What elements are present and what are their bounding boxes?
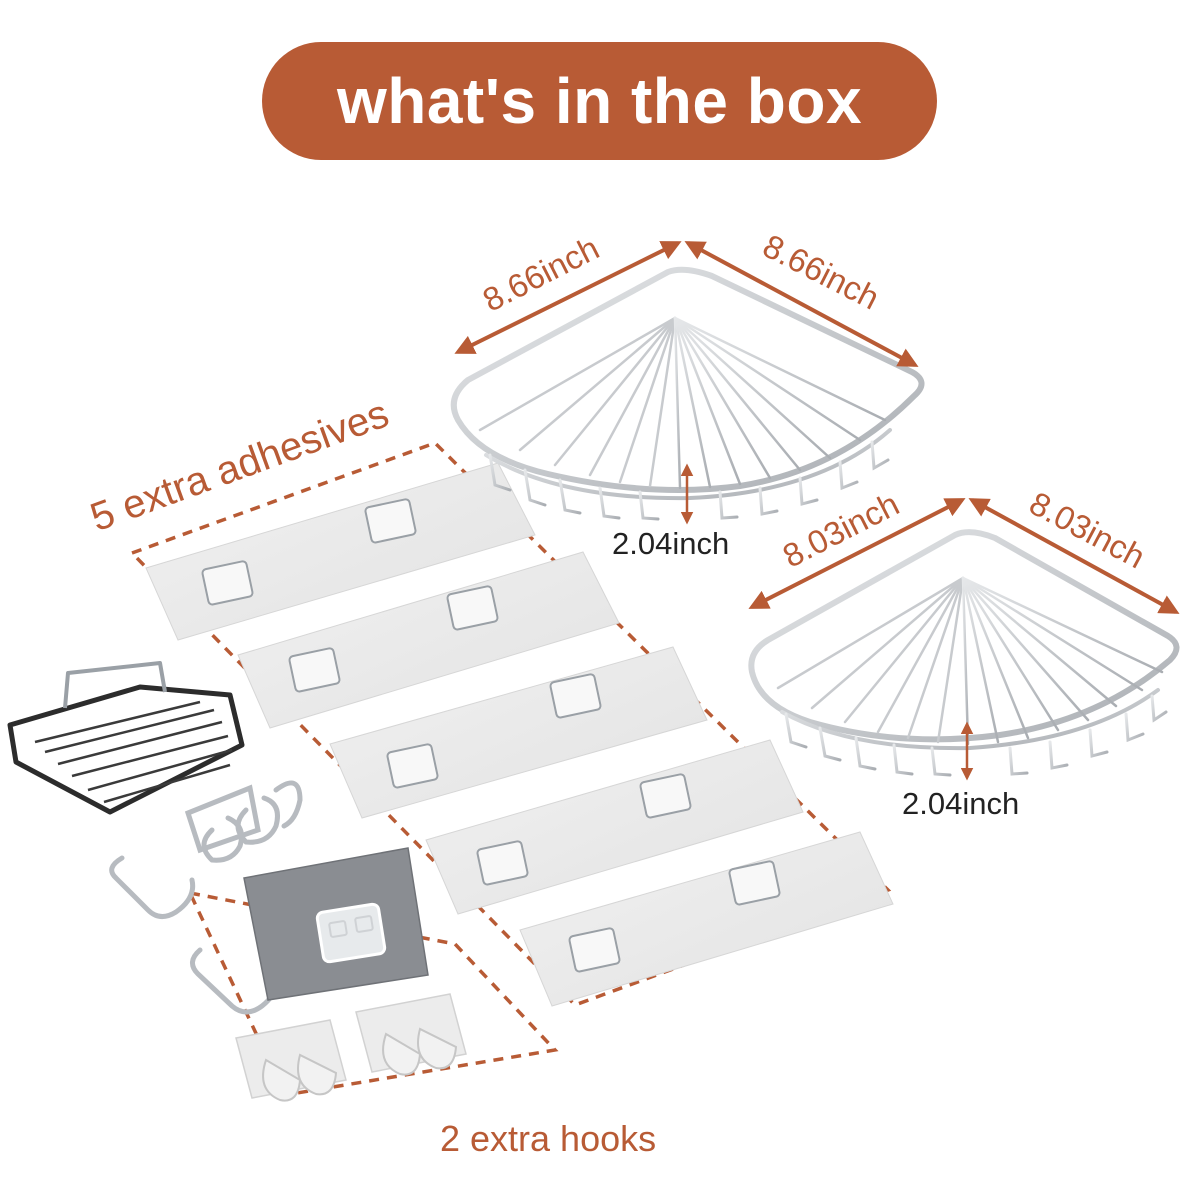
adhesive-pad — [329, 646, 708, 819]
large-basket-dimension-arrows — [454, 241, 919, 525]
title-banner: what's in the box — [262, 42, 937, 160]
adhesive-hook — [355, 993, 467, 1076]
small-corner-basket — [748, 529, 1180, 777]
page-title: what's in the box — [336, 65, 863, 137]
adhesives-dashed-frame — [128, 440, 892, 1008]
adhesive-hook — [235, 1019, 347, 1102]
adhesive-pad — [519, 831, 894, 1007]
large-basket-height-label: 2.04inch — [612, 526, 730, 561]
s-hook — [109, 855, 196, 919]
adhesive-pad — [145, 462, 536, 641]
hooks-dashed-frame — [186, 890, 559, 1097]
small-basket-dimension-arrows — [748, 498, 1180, 781]
hooks-label: 2 extra hooks — [440, 1118, 657, 1159]
mounting-plate — [243, 847, 429, 1001]
large-basket-left-dimension: 8.66inch — [477, 229, 605, 319]
small-basket-height-label: 2.04inch — [902, 786, 1020, 821]
soap-dish — [7, 661, 245, 815]
adhesive-pad — [425, 739, 804, 915]
double-wire-hook — [184, 780, 303, 863]
adhesive-pad — [237, 551, 620, 729]
large-basket-right-dimension: 8.66inch — [757, 227, 885, 317]
